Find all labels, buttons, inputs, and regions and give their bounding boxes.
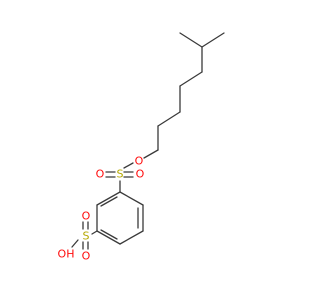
acid-sulfur-label: S — [83, 230, 90, 243]
sulfonyl-oxygen-left-label: O — [96, 168, 105, 181]
bond-ring-acid-sulfur — [91, 230, 98, 235]
acid-oxygen-bottom-label: O — [82, 250, 91, 263]
acid-oxygen-top-label: O — [82, 210, 91, 223]
ring-bond-3 — [119, 230, 144, 245]
ring-bond-1 — [119, 191, 144, 206]
sulfonate-ester-group — [105, 162, 134, 193]
bond-oxygen-sulfur — [123, 162, 134, 169]
benzene-ring — [96, 191, 144, 245]
ring-inner-bond-3 — [100, 196, 118, 207]
sulfonyl-sulfur-label: S — [117, 168, 124, 181]
bond-methyl-b — [201, 32, 225, 48]
bond-methyl-a — [179, 32, 203, 48]
hydroxyl-label: OH — [58, 248, 75, 261]
alkyl-chain — [143, 32, 225, 159]
atom-labels: O S O O S O O OH — [58, 155, 145, 263]
sulfonic-acid-group — [71, 221, 98, 250]
bond-chain-4 — [157, 111, 181, 127]
ring-bond-4 — [96, 230, 121, 245]
sulfonyl-oxygen-right-label: O — [136, 168, 145, 181]
ring-inner-bond-2 — [100, 229, 118, 240]
bond-acid-sulfur-hydroxyl — [71, 239, 79, 248]
ester-oxygen-label: O — [135, 155, 144, 168]
structural-formula-diagram: O S O O S O O OH — [58, 32, 225, 263]
bond-chain-to-oxygen — [143, 149, 159, 159]
ring-bond-6 — [96, 191, 121, 206]
bond-chain-2 — [179, 71, 203, 87]
